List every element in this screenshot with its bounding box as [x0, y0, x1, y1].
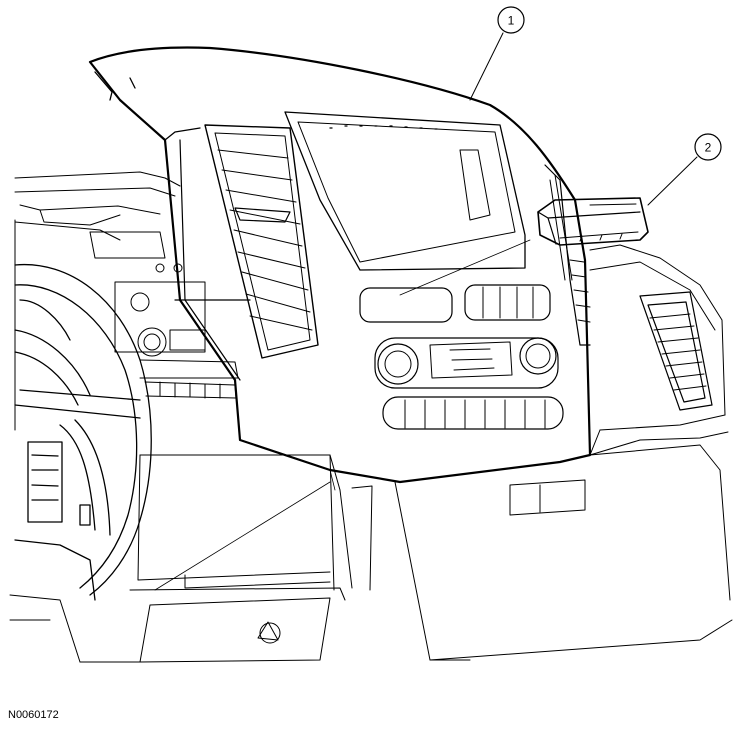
left-radio-unit [114, 263, 239, 399]
dashboard-base [9, 171, 733, 663]
callout-2: 2 [647, 133, 722, 206]
callout-2-label: 2 [705, 141, 712, 155]
module-item-2 [537, 197, 649, 246]
figure-id: N0060172 [8, 709, 59, 721]
callout-2-leader [647, 156, 698, 206]
bezel-item-1 [88, 46, 592, 484]
right-air-vent [639, 291, 713, 411]
leader-lines [154, 469, 336, 591]
callout-1-label: 1 [508, 14, 515, 28]
callout-1-circle [497, 6, 525, 34]
callout-1: 1 [469, 6, 525, 101]
steering-wheel [14, 263, 152, 601]
callout-2-circle [694, 133, 722, 161]
callout-1-leader [469, 32, 504, 101]
